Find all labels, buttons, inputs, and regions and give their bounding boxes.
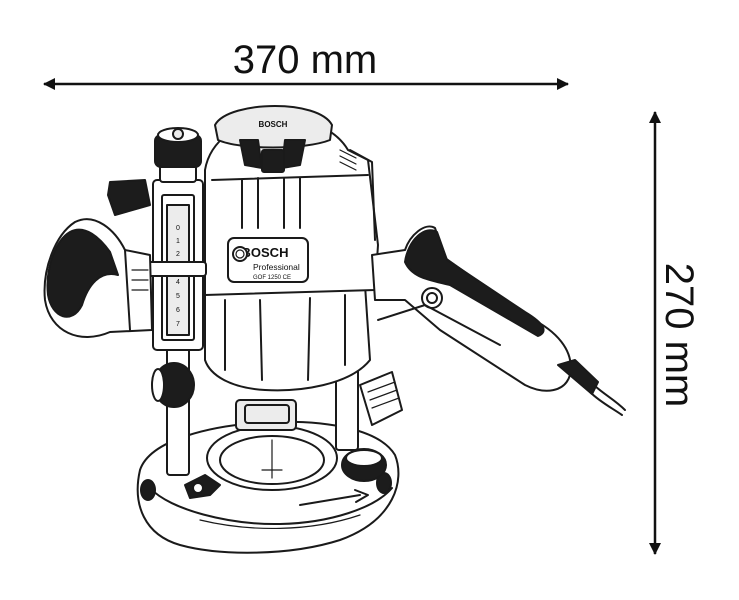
depth-scale-tick-6: 6 bbox=[176, 307, 180, 314]
brand-plate: BOSCH Professional GOF 1250 CE bbox=[227, 237, 309, 283]
depth-stop: 0 1 2 4 5 6 7 bbox=[107, 127, 207, 408]
height-label: 270 mm bbox=[657, 263, 701, 408]
base-knob bbox=[184, 448, 387, 499]
depth-scale-tick-0: 0 bbox=[176, 225, 180, 232]
width-label: 370 mm bbox=[233, 38, 378, 82]
depth-scale-tick-4: 4 bbox=[176, 279, 180, 286]
depth-scale-tick-5: 5 bbox=[176, 293, 180, 300]
base-plate bbox=[136, 420, 400, 554]
lower-housing bbox=[204, 284, 371, 392]
motor-housing: BOSCH bbox=[204, 105, 379, 296]
top-cap-brand: BOSCH bbox=[259, 120, 288, 129]
product-line: Professional bbox=[253, 262, 300, 272]
product-model: GOF 1250 CE bbox=[253, 275, 291, 281]
depth-scale-tick-7: 7 bbox=[176, 321, 180, 328]
depth-scale-tick-2: 2 bbox=[176, 251, 180, 258]
dust-port bbox=[359, 371, 403, 426]
height-dimension: 270 mm bbox=[649, 111, 701, 555]
router-illustration: BOSCH BOSCH Professional GOF 1250 CE 0 1… bbox=[43, 105, 626, 554]
depth-scale: 0 1 2 4 5 6 7 bbox=[176, 225, 180, 328]
depth-scale-tick-1: 1 bbox=[176, 238, 180, 245]
left-handle bbox=[43, 218, 153, 338]
brand-name: BOSCH bbox=[242, 245, 289, 260]
width-dimension: 370 mm bbox=[43, 38, 569, 90]
right-handle bbox=[371, 225, 626, 416]
